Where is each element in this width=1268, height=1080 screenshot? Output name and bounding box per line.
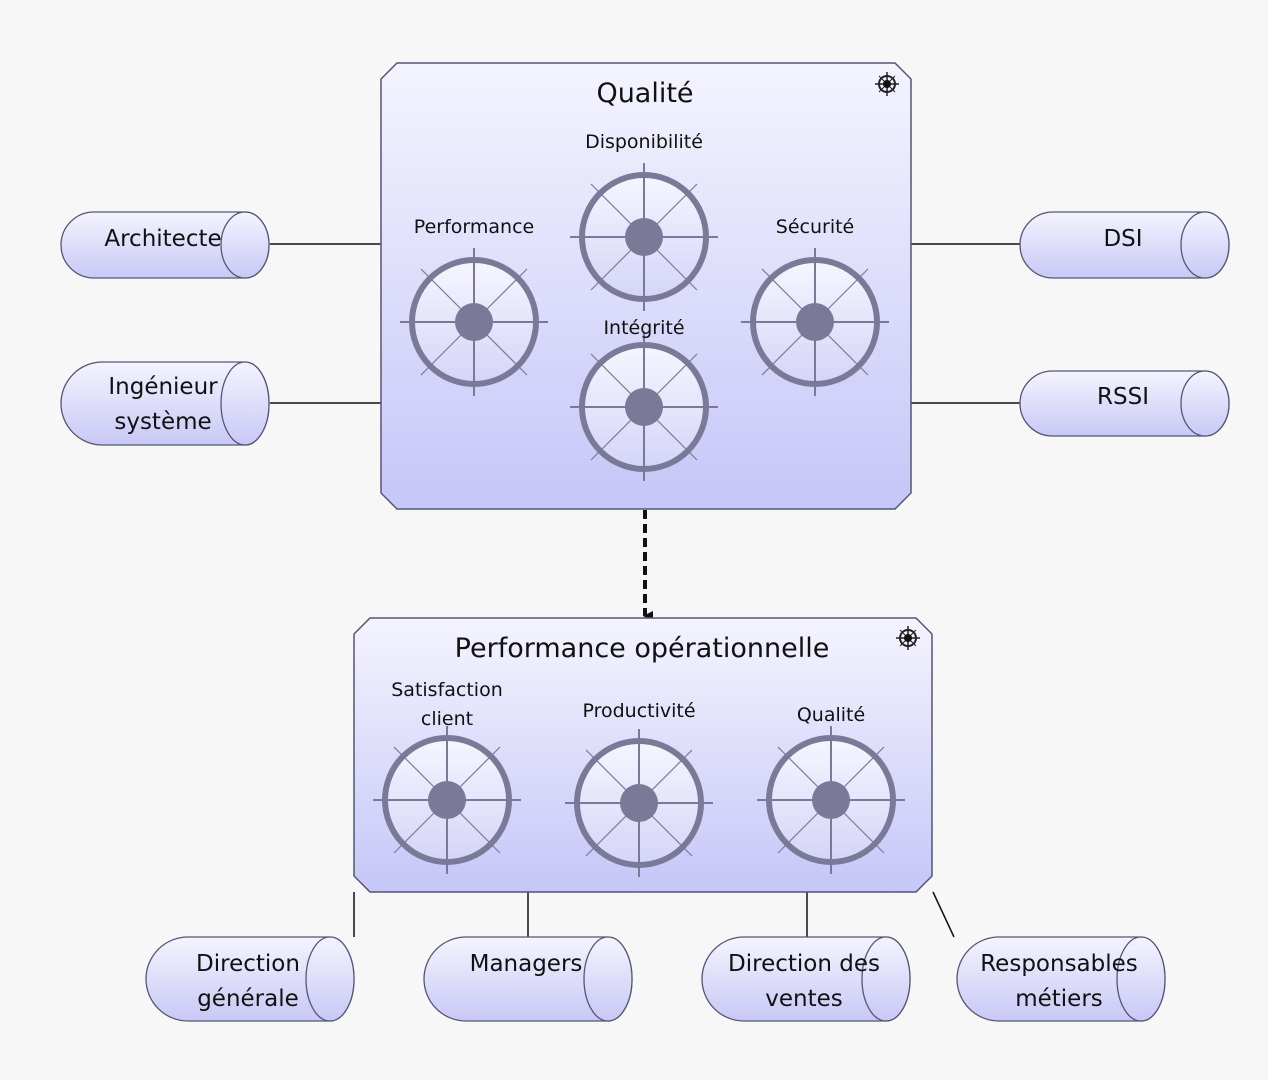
stakeholder-label: Responsables <box>980 951 1138 977</box>
cylinder-end-cap <box>1180 370 1230 437</box>
stakeholder-direction-des-ventes[interactable]: Direction des ventes <box>701 936 911 1022</box>
goal-box-qualite[interactable]: Qualité Disponibilité Performance Sécuri… <box>380 62 912 510</box>
stakeholder-label: générale <box>197 986 299 1012</box>
driver-label: Sécurité <box>776 216 854 238</box>
cylinder-end-cap <box>861 936 911 1022</box>
driver-disponibilite[interactable]: Disponibilité <box>570 131 718 311</box>
connector-responsables-metiers <box>932 891 955 938</box>
driver-label: Disponibilité <box>585 131 703 153</box>
stakeholder-architecte[interactable]: Architecte <box>60 211 270 279</box>
driver-label: Satisfaction <box>391 679 503 701</box>
helm-wheel-icon <box>570 333 718 481</box>
driver-label: Intégrité <box>603 317 684 339</box>
stakeholder-direction-generale[interactable]: Direction générale <box>145 936 355 1022</box>
driver-satisfaction-client[interactable]: Satisfaction client <box>373 679 521 874</box>
driver-label: Qualité <box>797 704 865 726</box>
stakeholder-rssi[interactable]: RSSI <box>1019 370 1230 437</box>
helm-wheel-icon <box>757 726 905 874</box>
helm-wheel-icon <box>400 248 548 396</box>
stakeholder-ingenieur-systeme[interactable]: Ingénieur système <box>60 361 270 446</box>
helm-wheel-icon <box>741 248 889 396</box>
stakeholder-label: métiers <box>1015 986 1103 1012</box>
driver-productivite[interactable]: Productivité <box>565 700 713 877</box>
stakeholder-label: Architecte <box>104 226 221 252</box>
stakeholder-dsi[interactable]: DSI <box>1019 211 1230 279</box>
cylinder-end-cap <box>583 936 633 1022</box>
cylinder-end-cap <box>1180 211 1230 279</box>
cylinder-end-cap <box>1116 936 1166 1022</box>
stakeholder-label: système <box>114 409 211 435</box>
stakeholder-label: Managers <box>470 951 583 977</box>
helm-wheel-icon <box>373 726 521 874</box>
driver-integrite[interactable]: Intégrité <box>570 317 718 481</box>
stakeholder-managers[interactable]: Managers <box>423 936 633 1022</box>
stakeholder-label: Direction des <box>728 951 880 977</box>
driver-label: Performance <box>414 216 534 238</box>
stakeholder-label: DSI <box>1103 226 1142 252</box>
cylinder-end-cap <box>305 936 355 1022</box>
goal-box-performance-operationnelle[interactable]: Performance opérationnelle Satisfaction … <box>353 617 933 893</box>
driver-qualite[interactable]: Qualité <box>757 704 905 874</box>
cylinder-end-cap <box>220 361 270 446</box>
stakeholder-label: RSSI <box>1097 384 1149 410</box>
driver-label: Productivité <box>582 700 695 722</box>
driver-securite[interactable]: Sécurité <box>741 216 889 396</box>
stakeholder-responsables-metiers[interactable]: Responsables métiers <box>956 936 1166 1022</box>
goal-title-performance-operationnelle: Performance opérationnelle <box>455 633 830 664</box>
helm-wheel-icon <box>565 729 713 877</box>
connectors <box>270 243 1020 938</box>
stakeholder-label: ventes <box>765 986 843 1012</box>
cylinder-end-cap <box>220 211 270 279</box>
goal-title-qualite: Qualité <box>596 78 693 109</box>
stakeholder-label: Ingénieur <box>108 374 218 400</box>
helm-wheel-icon <box>570 163 718 311</box>
driver-performance[interactable]: Performance <box>400 216 548 396</box>
stakeholder-label: Direction <box>196 951 300 977</box>
driver-label: client <box>421 708 473 730</box>
